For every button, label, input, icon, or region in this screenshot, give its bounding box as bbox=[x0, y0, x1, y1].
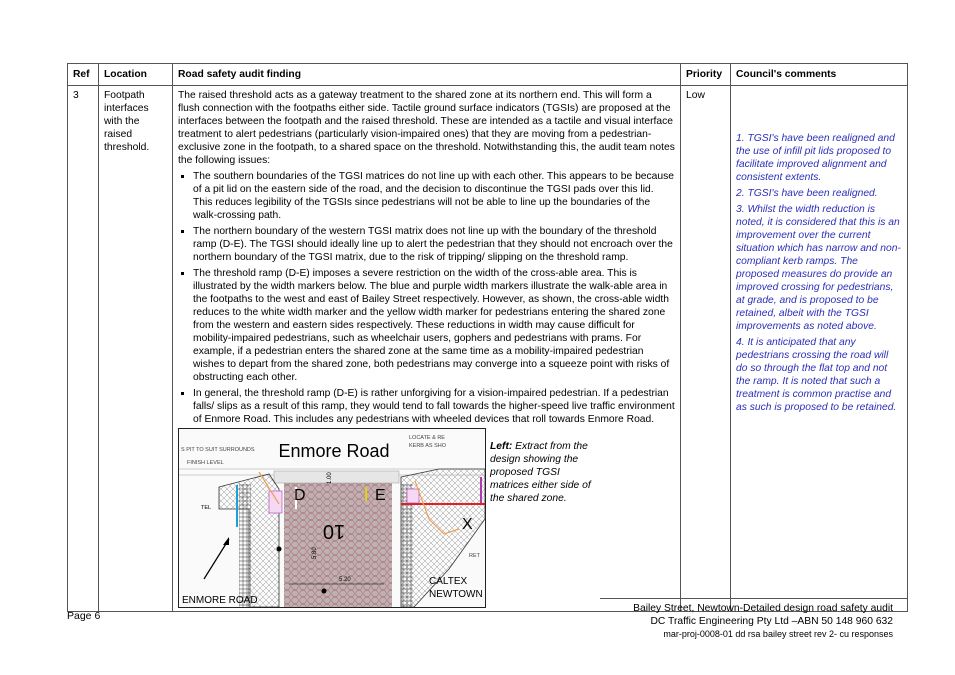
page-number: Page 6 bbox=[67, 610, 101, 622]
label-newtown: NEWTOWN bbox=[429, 589, 483, 600]
header-priority: Priority bbox=[680, 63, 731, 86]
label-ten: 10 bbox=[323, 520, 345, 542]
label-finish: FINISH LEVEL bbox=[187, 460, 224, 466]
label-caltex: CALTEX bbox=[429, 576, 467, 587]
design-drawing: Enmore Road D E X 10 5.20 5.80 1.00 S PI… bbox=[178, 428, 486, 608]
audit-table: Ref Location Road safety audit finding P… bbox=[67, 63, 908, 612]
issue-list: The southern boundaries of the TGSI matr… bbox=[178, 170, 675, 426]
comment-item: 4. It is anticipated that any pedestrian… bbox=[736, 337, 897, 413]
caption-text: Extract from the design showing the prop… bbox=[490, 441, 591, 504]
footer-line2: DC Traffic Engineering Pty Ltd –ABN 50 1… bbox=[650, 616, 893, 627]
header-finding: Road safety audit finding bbox=[172, 63, 681, 86]
footer-text: Bailey Street, Newtown-Detailed design r… bbox=[633, 602, 893, 641]
label-x: X bbox=[462, 516, 473, 533]
caption-bold: Left: bbox=[490, 441, 513, 452]
label-locate: LOCATE & RE bbox=[409, 435, 445, 441]
design-figure: Enmore Road D E X 10 5.20 5.80 1.00 S PI… bbox=[178, 428, 675, 608]
priority-cell: Low bbox=[680, 85, 731, 612]
issue-item: In general, the threshold ramp (D-E) is … bbox=[181, 388, 675, 425]
issue-item: The threshold ramp (D-E) imposes a sever… bbox=[181, 267, 675, 384]
label-kerb: KERB AS SHO bbox=[409, 443, 447, 449]
table-row: 3 Footpath interfaces with the raised th… bbox=[67, 85, 908, 612]
header-ref: Ref bbox=[67, 63, 99, 86]
footer-line1: Bailey Street, Newtown-Detailed design r… bbox=[633, 603, 893, 614]
footer-line3: mar-proj-0008-01 dd rsa bailey street re… bbox=[663, 629, 893, 639]
label-pit: S PIT TO SUIT SURROUNDS bbox=[181, 447, 255, 453]
comment-item: 1. TGSI's have been realigned and the us… bbox=[736, 133, 895, 183]
comment-item: 3. Whilst the width reduction is noted, … bbox=[736, 204, 901, 332]
footer-divider bbox=[600, 598, 908, 599]
label-tel: TEL bbox=[201, 505, 211, 511]
label-e: E bbox=[375, 487, 386, 504]
header-comments: Council's comments bbox=[730, 63, 908, 86]
finding-intro: The raised threshold acts as a gateway t… bbox=[178, 90, 675, 166]
figure-caption: Left: Extract from the design showing th… bbox=[490, 440, 600, 608]
comments-cell: 1. TGSI's have been realigned and the us… bbox=[730, 85, 908, 612]
location-cell: Footpath interfaces with the raised thre… bbox=[98, 85, 173, 612]
label-ret: RET bbox=[469, 553, 481, 559]
header-row: Ref Location Road safety audit finding P… bbox=[67, 63, 908, 86]
finding-cell: The raised threshold acts as a gateway t… bbox=[172, 85, 681, 612]
label-enmore-road-lower: ENMORE ROAD bbox=[182, 595, 258, 606]
label-dim-520: 5.20 bbox=[339, 577, 351, 583]
label-d: D bbox=[294, 487, 306, 504]
issue-item: The southern boundaries of the TGSI matr… bbox=[181, 171, 675, 221]
label-enmore-road: Enmore Road bbox=[278, 441, 389, 461]
header-location: Location bbox=[98, 63, 173, 86]
ref-cell: 3 bbox=[67, 85, 99, 612]
comment-item: 2. TGSI's have been realigned. bbox=[736, 188, 878, 199]
label-dim-100: 1.00 bbox=[327, 472, 333, 484]
issue-item: The northern boundary of the western TGS… bbox=[181, 225, 675, 264]
label-dim-580: 5.80 bbox=[312, 547, 318, 559]
